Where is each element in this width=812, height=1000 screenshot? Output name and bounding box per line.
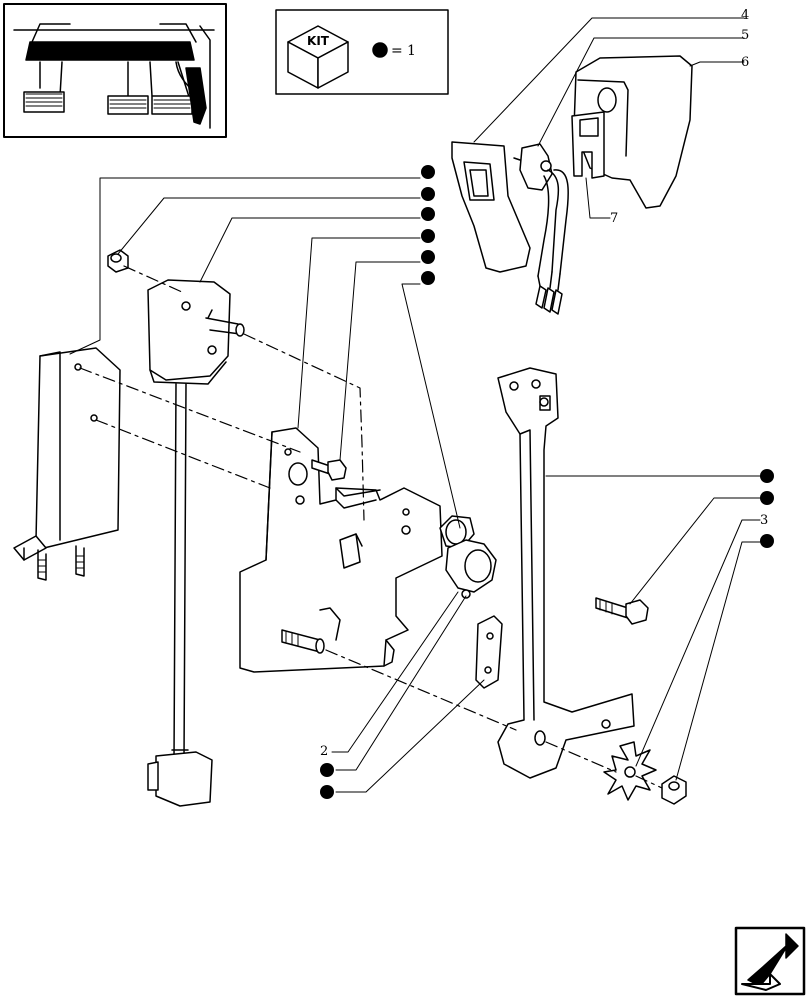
lever-bolt <box>595 597 649 625</box>
lever-nut <box>661 775 687 805</box>
left-mounting-bracket <box>13 347 121 581</box>
switch-part-5 <box>513 143 569 315</box>
callout-2: 2 <box>320 744 328 759</box>
callout-numbers: 4 5 6 7 3 2 <box>320 8 768 759</box>
kit-cube-icon <box>287 25 349 89</box>
pivot-bearing <box>439 515 497 599</box>
kit-legend: KIT = 1 <box>275 9 449 95</box>
sensor-cable <box>147 383 213 807</box>
star-washer-part-3 <box>603 741 657 801</box>
sensor-body <box>147 279 245 385</box>
main-mounting-plate <box>239 427 443 673</box>
mounting-stud <box>281 629 325 654</box>
lever-arm <box>497 367 635 779</box>
kit-bullets <box>320 165 774 799</box>
kit-bullet-icon <box>372 42 388 58</box>
pedal-pad-part-4 <box>451 141 531 273</box>
wire-connector-pins <box>535 271 563 315</box>
legend-equals: = <box>391 43 403 59</box>
callout-5: 5 <box>741 28 749 43</box>
callout-6: 6 <box>741 55 749 70</box>
back-arrow-icon <box>741 933 799 991</box>
thumbnail-pedal-area <box>13 23 215 129</box>
link-plate-small <box>475 615 503 689</box>
navigation-button[interactable] <box>734 926 806 996</box>
bracket-part-7 <box>571 111 605 179</box>
callout-3: 3 <box>760 513 768 528</box>
callout-4: 4 <box>741 8 749 23</box>
leader-lines <box>69 17 761 793</box>
locator-thumbnail[interactable] <box>3 3 227 138</box>
kit-label: KIT <box>307 34 330 48</box>
callout-7: 7 <box>610 211 618 226</box>
legend-count: 1 <box>407 43 416 59</box>
assembly-lines <box>79 265 663 789</box>
